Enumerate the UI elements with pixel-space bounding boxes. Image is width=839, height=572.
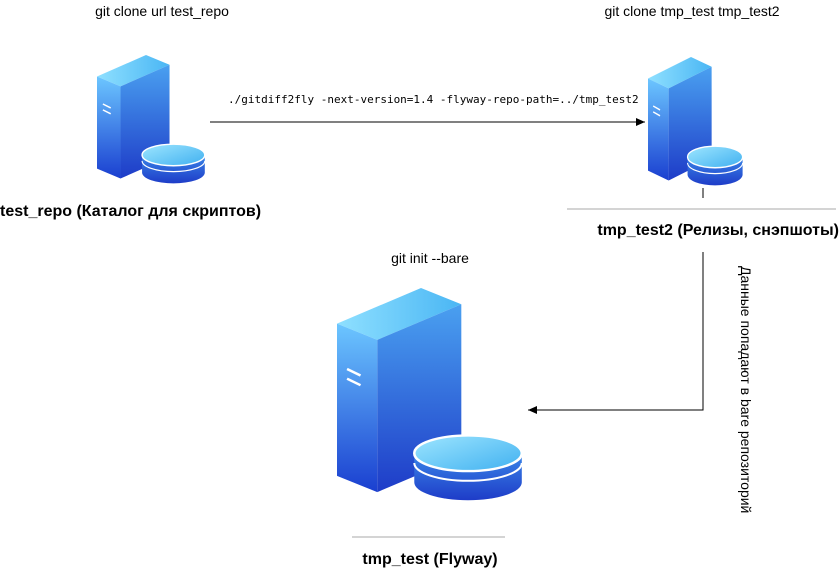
edge-label-command: ./gitdiff2fly -next-version=1.4 -flyway-… bbox=[228, 93, 639, 106]
command-label-tmp-test2: git clone tmp_test tmp_test2 bbox=[604, 3, 780, 19]
server-database-icon bbox=[96, 54, 206, 185]
command-label-tmp-test: git init --bare bbox=[391, 250, 469, 266]
server-database-icon bbox=[647, 56, 744, 187]
edge-label-bare: Данные попадают в bare репозиторий bbox=[738, 266, 754, 514]
node-title-test-repo: test_repo (Каталог для скриптов) bbox=[0, 203, 262, 220]
node-title-tmp-test2: tmp_test2 (Релизы, снэпшоты) bbox=[597, 222, 839, 239]
node-title-tmp-test: tmp_test (Flyway) bbox=[362, 551, 498, 568]
server-database-icon bbox=[335, 286, 524, 502]
command-label-test-repo: git clone url test_repo bbox=[95, 3, 229, 19]
edge-test2-to-tmp-test bbox=[528, 252, 704, 414]
